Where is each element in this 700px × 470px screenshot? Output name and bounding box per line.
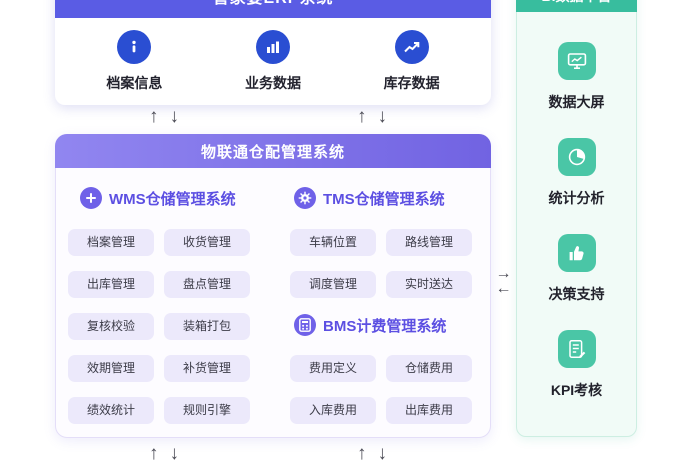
- platform-card: 物联通仓配管理系统 WMS仓储管理系统 TMS仓储管理系统: [55, 134, 491, 438]
- erp-item-business: 业务数据: [208, 30, 338, 93]
- erp-card-body: 档案信息 业务数据 库存数据: [55, 18, 491, 93]
- tms-module-chip: 实时送达: [386, 271, 472, 298]
- bms-module-chip: 仓储费用: [386, 355, 472, 382]
- erp-card-header: 管家婆ERP系统: [55, 0, 491, 18]
- erp-platform-arrows-left: ↑ ↓: [149, 104, 179, 130]
- wms-module-chip: 补货管理: [164, 355, 250, 382]
- wms-module-chip: 规则引擎: [164, 397, 250, 424]
- erp-item-inventory: 库存数据: [347, 30, 477, 93]
- bms-section-label: BMS计费管理系统: [323, 317, 447, 335]
- erp-item-archive: 档案信息: [69, 30, 199, 93]
- plus-icon: [80, 187, 102, 209]
- pie-chart-icon: [557, 138, 596, 176]
- report-icon: [557, 330, 596, 368]
- tms-module-chip: 车辆位置: [290, 229, 376, 256]
- bi-item-decision: 决策支持: [549, 234, 605, 304]
- bi-item-label: KPI考核: [550, 382, 603, 398]
- wms-module-chip: 绩效统计: [68, 397, 154, 424]
- thumbs-up-icon: [557, 234, 596, 272]
- bi-card-body: 数据大屏 统计分析 决策支持: [517, 12, 636, 436]
- wms-module-chip: 效期管理: [68, 355, 154, 382]
- wms-module-chip: 复核校验: [68, 313, 154, 340]
- arrow-left-icon: ←: [495, 280, 512, 297]
- wms-section-label: WMS仓储管理系统: [109, 190, 236, 208]
- bi-item-label: 数据大屏: [548, 94, 605, 110]
- platform-card-header: 物联通仓配管理系统: [55, 134, 491, 168]
- bi-item-analysis: 统计分析: [549, 138, 605, 208]
- info-icon: [117, 30, 152, 64]
- erp-item-label: 业务数据: [244, 75, 301, 91]
- wms-section-title: WMS仓储管理系统: [80, 187, 236, 209]
- bi-item-kpi: KPI考核: [551, 330, 602, 400]
- platform-bottom-arrows-right: ↑ ↓: [357, 441, 387, 467]
- erp-item-label: 库存数据: [383, 75, 440, 91]
- arrow-up-icon: ↑: [149, 106, 159, 127]
- arrow-right-icon: →: [495, 265, 512, 282]
- calculator-icon: [294, 314, 316, 336]
- arrow-up-icon: ↑: [357, 106, 367, 127]
- arrow-down-icon: ↓: [377, 443, 388, 464]
- platform-bi-arrows: → ←: [490, 265, 517, 297]
- tms-module-chip: 调度管理: [290, 271, 376, 298]
- platform-bottom-arrows-left: ↑ ↓: [149, 441, 179, 467]
- tms-module-chip: 路线管理: [386, 229, 472, 256]
- bar-chart-icon: [255, 30, 290, 64]
- tms-section-title: TMS仓储管理系统: [294, 187, 445, 209]
- arrow-down-icon: ↓: [169, 106, 180, 127]
- trend-chart-icon: [394, 30, 429, 64]
- gear-icon: [294, 187, 316, 209]
- bi-card: BI数据平台 数据大屏 统计分析: [516, 0, 637, 437]
- arrow-down-icon: ↓: [377, 106, 388, 127]
- bi-card-title: BI数据平台: [542, 0, 612, 6]
- bi-item-dashboard: 数据大屏: [549, 42, 605, 112]
- bms-section-title: BMS计费管理系统: [294, 314, 446, 336]
- wms-module-chip: 出库管理: [68, 271, 154, 298]
- wms-module-chip: 收货管理: [164, 229, 250, 256]
- arrow-down-icon: ↓: [169, 443, 180, 464]
- erp-item-label: 档案信息: [106, 75, 163, 91]
- bi-item-label: 决策支持: [548, 286, 605, 302]
- platform-card-title: 物联通仓配管理系统: [200, 143, 345, 161]
- bi-card-header: BI数据平台: [516, 0, 637, 12]
- arrow-up-icon: ↑: [149, 443, 159, 464]
- bms-module-chip: 入库费用: [290, 397, 376, 424]
- wms-module-chip: 盘点管理: [164, 271, 250, 298]
- arrow-up-icon: ↑: [357, 443, 367, 464]
- screen-icon: [557, 42, 596, 80]
- bms-module-chip: 出库费用: [386, 397, 472, 424]
- erp-platform-arrows-right: ↑ ↓: [357, 104, 387, 130]
- tms-section-label: TMS仓储管理系统: [323, 190, 445, 208]
- wms-module-chip: 档案管理: [68, 229, 154, 256]
- wms-module-chip: 装箱打包: [164, 313, 250, 340]
- bi-item-label: 统计分析: [548, 190, 605, 206]
- erp-card: 管家婆ERP系统 档案信息 业务数据 库存数据: [55, 0, 491, 105]
- erp-card-title: 管家婆ERP系统: [213, 0, 334, 8]
- bms-module-chip: 费用定义: [290, 355, 376, 382]
